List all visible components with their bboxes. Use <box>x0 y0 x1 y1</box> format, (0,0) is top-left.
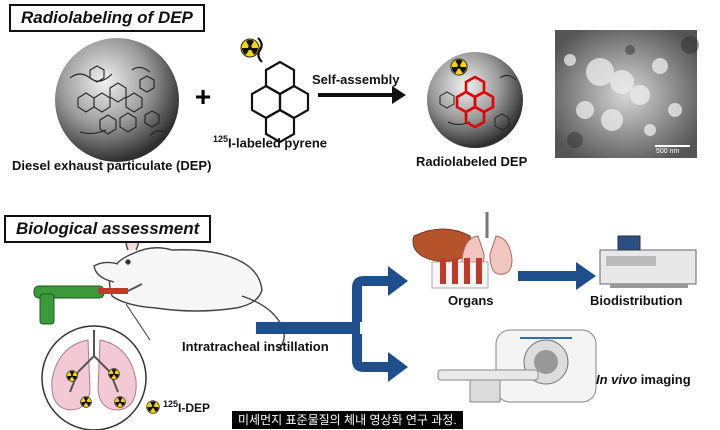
gamma-counter-illustration <box>599 235 697 288</box>
radioactive-icon <box>450 58 468 76</box>
radioactive-icon <box>80 396 92 408</box>
organs-illustration <box>412 212 513 289</box>
self-assembly-arrow <box>318 86 406 104</box>
radiolabeled-dep-label: Radiolabeled DEP <box>416 154 528 169</box>
pyrene-label: 125I-labeled pyrene <box>213 134 328 151</box>
dep-particle-icon <box>55 38 179 162</box>
lungs-zoom-illustration <box>41 325 147 430</box>
legend-label: 125I-DEP <box>163 399 211 415</box>
pyrene-molecule-icon <box>250 37 310 144</box>
section-title-biological: Biological assessment <box>4 215 212 243</box>
radioactive-icon <box>66 370 78 382</box>
radioactive-icon <box>108 368 120 380</box>
section-title-radiolabeling: Radiolabeling of DEP <box>9 4 205 32</box>
legend-radioactive-icon <box>146 400 160 414</box>
radioactive-icon <box>114 396 126 408</box>
radioactive-icon <box>240 38 260 58</box>
caption-subtitle: 미세먼지 표준물질의 체내 영상화 연구 과정. <box>232 411 463 429</box>
dep-label: Diesel exhaust particulate (DEP) <box>12 158 212 173</box>
organs-label: Organs <box>448 293 494 308</box>
ct-scanner-illustration <box>437 329 597 403</box>
instillation-device-icon <box>33 283 143 325</box>
sem-micrograph-image <box>555 30 699 158</box>
radiolabeled-dep-icon <box>427 52 523 148</box>
in-vivo-imaging-label: In vivo imaging <box>596 372 691 387</box>
biodistribution-label: Biodistribution <box>590 293 683 308</box>
self-assembly-label: Self-assembly <box>312 72 400 87</box>
plus-sign: + <box>195 81 211 112</box>
intratracheal-label: Intratracheal instillation <box>182 339 329 354</box>
scale-bar-label: 500 nm <box>656 148 680 155</box>
branch-arrows <box>256 262 596 382</box>
